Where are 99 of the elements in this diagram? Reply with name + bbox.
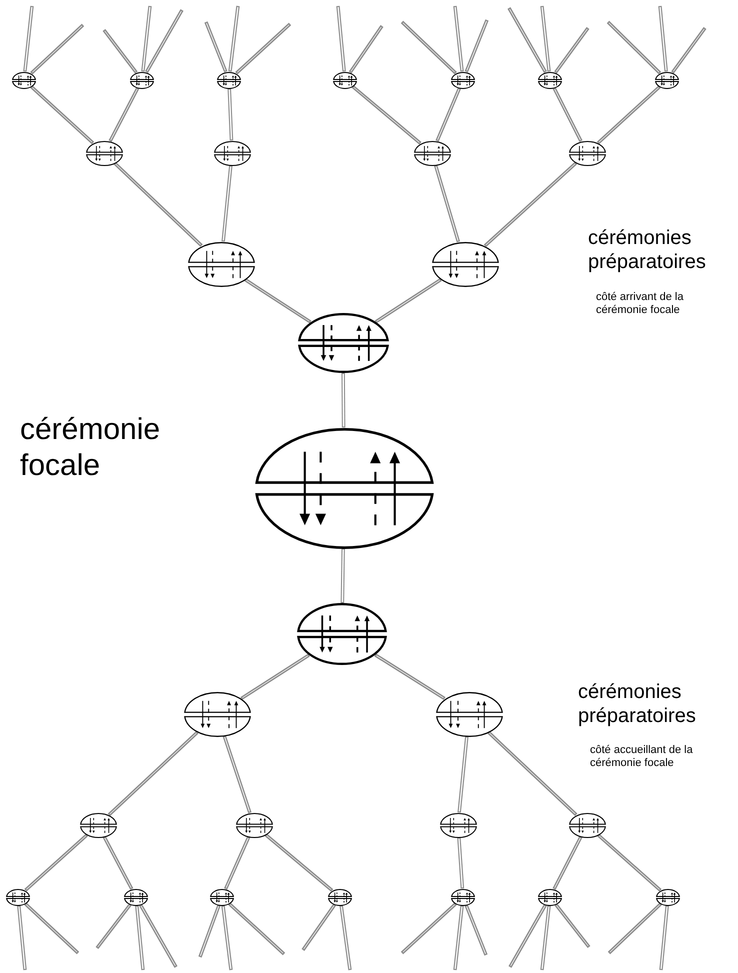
double-line-connector (114, 162, 203, 247)
note-text: côté arrivant de la cérémonie focale (596, 291, 684, 316)
split-ellipse-node (123, 888, 149, 906)
split-ellipse-node (234, 812, 274, 838)
split-ellipse-node (434, 690, 504, 738)
double-line-connector (453, 6, 464, 72)
double-line-connector (554, 903, 590, 948)
double-line-connector (235, 22, 292, 75)
double-line-connector (340, 548, 345, 604)
double-line-connector (198, 904, 221, 958)
split-ellipse-node (186, 240, 256, 288)
split-ellipse-node (412, 140, 452, 166)
double-line-connector (552, 836, 582, 890)
split-ellipse-node (568, 812, 606, 838)
split-ellipse-node (254, 426, 434, 550)
double-line-connector (596, 85, 661, 144)
split-ellipse-node (296, 602, 388, 666)
double-line-connector (458, 736, 468, 813)
double-line-connector (464, 19, 489, 72)
double-line-connector (30, 24, 84, 74)
double-line-connector (659, 905, 669, 970)
double-line-connector (671, 27, 706, 74)
double-line-connector (487, 731, 578, 816)
double-line-connector (554, 27, 590, 74)
section-heading: cérémonies préparatoires (578, 681, 696, 727)
split-ellipse-node (209, 888, 235, 906)
double-line-connector (23, 6, 34, 72)
double-line-connector (24, 834, 88, 892)
double-line-connector (228, 88, 234, 141)
double-line-connector (30, 85, 94, 144)
double-line-connector (436, 87, 462, 142)
split-ellipse-node (84, 140, 124, 166)
double-line-connector (352, 85, 422, 145)
split-ellipse-node (5, 888, 31, 906)
section-heading: cérémonies préparatoires (588, 227, 706, 273)
double-line-connector (96, 903, 132, 950)
double-line-connector (508, 904, 547, 968)
double-line-connector (464, 904, 488, 956)
double-line-connector (508, 7, 547, 73)
note-text: côté accueillant de la cérémonie focale (590, 744, 693, 770)
double-line-connector (135, 905, 145, 970)
double-line-connector (342, 372, 346, 428)
double-line-connector (434, 164, 460, 242)
split-ellipse-node (655, 888, 681, 906)
split-ellipse-node (11, 70, 37, 90)
double-line-connector (224, 836, 250, 890)
double-line-connector (540, 905, 551, 970)
double-line-connector (228, 902, 286, 956)
double-line-connector (606, 20, 662, 74)
double-line-connector (222, 165, 232, 242)
split-ellipse-node (296, 312, 390, 374)
double-line-connector (221, 905, 233, 970)
double-line-connector (374, 653, 446, 700)
double-line-connector (348, 25, 384, 74)
split-ellipse-node (129, 70, 155, 90)
double-line-connector (264, 833, 334, 892)
double-line-connector (204, 21, 228, 72)
double-line-connector (540, 6, 551, 72)
double-line-connector (484, 162, 578, 248)
double-line-connector (222, 735, 252, 814)
split-ellipse-node (438, 812, 478, 838)
double-line-connector (244, 278, 312, 324)
double-line-connector (24, 902, 80, 954)
split-ellipse-node (430, 240, 500, 288)
double-line-connector (102, 28, 138, 74)
double-line-connector (139, 904, 178, 968)
split-ellipse-node (332, 70, 358, 90)
split-ellipse-node (78, 812, 118, 838)
double-line-connector (141, 6, 152, 72)
double-line-connector (400, 902, 457, 954)
double-line-connector (453, 905, 464, 970)
double-line-connector (228, 6, 240, 72)
double-line-connector (608, 902, 662, 954)
split-ellipse-node (216, 70, 242, 90)
double-line-connector (374, 278, 442, 324)
split-ellipse-node (327, 888, 353, 906)
split-ellipse-node (450, 70, 476, 90)
split-ellipse-node (450, 888, 476, 906)
double-line-connector (102, 836, 134, 890)
split-ellipse-node (182, 690, 252, 738)
split-ellipse-node (654, 70, 680, 90)
double-line-connector (302, 904, 336, 951)
split-ellipse-node (537, 888, 563, 906)
double-line-connector (336, 6, 346, 72)
split-ellipse-node (537, 70, 563, 90)
double-line-connector (17, 905, 27, 970)
double-line-connector (457, 837, 464, 889)
double-line-connector (145, 9, 184, 73)
double-line-connector (597, 834, 662, 892)
double-line-connector (240, 654, 310, 700)
double-line-connector (552, 87, 583, 142)
split-ellipse-node (568, 140, 606, 166)
main-heading: cérémonie focale (20, 413, 160, 482)
double-line-connector (340, 905, 352, 970)
double-line-connector (658, 6, 668, 72)
double-line-connector (108, 87, 140, 142)
double-line-connector (400, 20, 457, 74)
split-ellipse-node (212, 140, 252, 166)
double-line-connector (108, 731, 199, 816)
